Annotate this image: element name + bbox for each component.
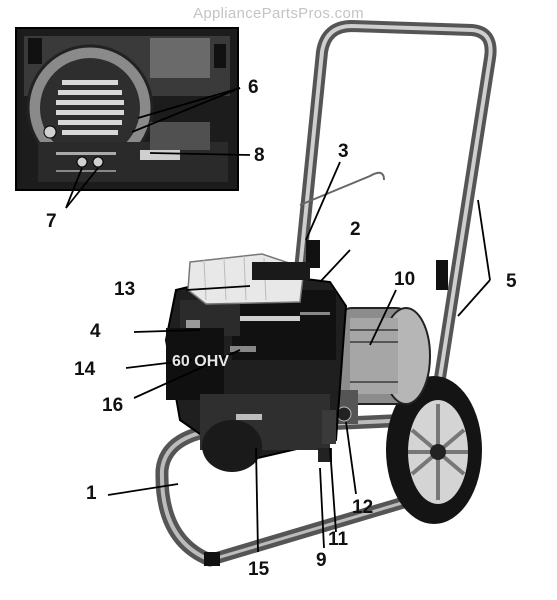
- fuel-tank: [187, 253, 310, 305]
- leader-lines: [65, 87, 491, 553]
- callout-12: 12: [352, 497, 374, 518]
- handle-knob-left: [306, 240, 320, 268]
- callout-15: 15: [248, 559, 270, 580]
- watermark-text: AppliancePartsPros.com: [193, 5, 364, 22]
- handle-knob-right: [436, 260, 448, 290]
- callout-5: 5: [506, 271, 517, 292]
- wheel: [386, 376, 482, 524]
- choke-rod: [299, 171, 385, 206]
- callout-16: 16: [102, 395, 124, 416]
- callout-2: 2: [350, 219, 361, 240]
- callout-4: 4: [90, 321, 101, 342]
- handle-frame: [294, 20, 497, 384]
- engine-model-mark: 60 OHV: [172, 353, 229, 370]
- callout-14: 14: [74, 359, 96, 380]
- callout-10: 10: [394, 269, 416, 290]
- frame-foot: [204, 552, 220, 566]
- callout-9: 9: [316, 550, 327, 571]
- callout-3: 3: [338, 141, 349, 162]
- callout-13: 13: [114, 279, 136, 300]
- inset-photo: [15, 27, 239, 191]
- callout-8: 8: [254, 145, 265, 166]
- callout-7: 7: [46, 211, 57, 232]
- callout-6: 6: [248, 77, 259, 98]
- callout-1: 1: [86, 483, 97, 504]
- callout-11: 11: [328, 529, 349, 550]
